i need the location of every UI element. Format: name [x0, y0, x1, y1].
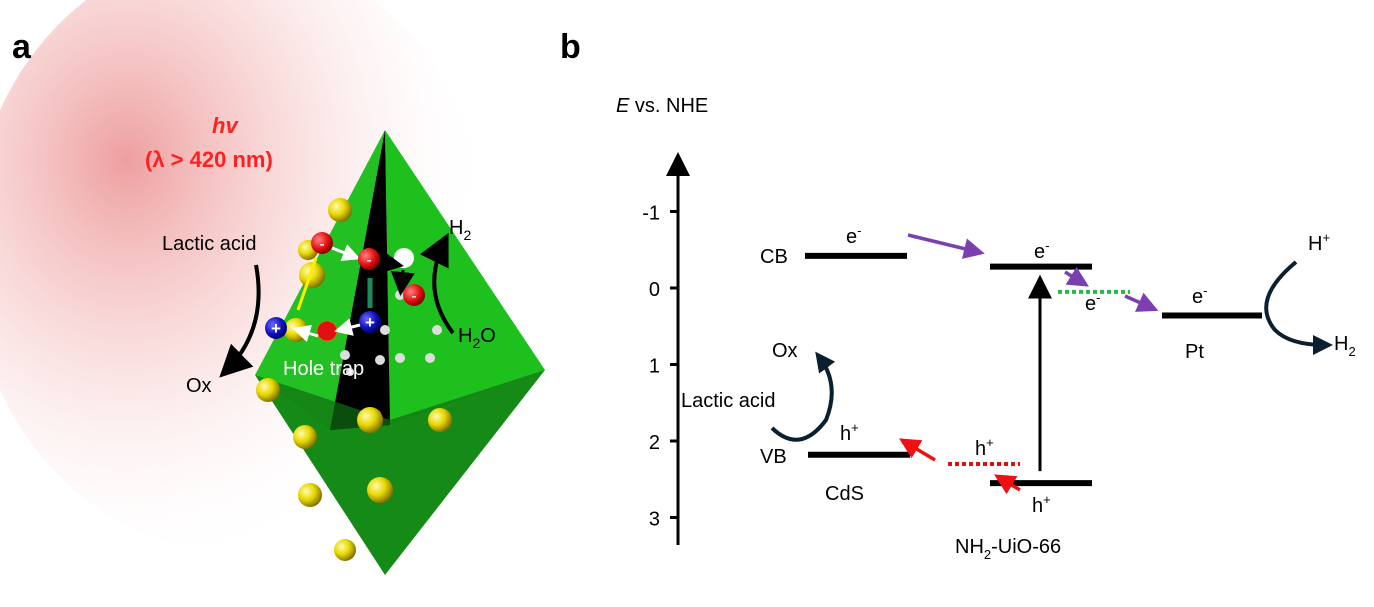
panel-b-label: b [560, 28, 581, 66]
svg-text:-: - [366, 252, 371, 269]
tick-label: -1 [642, 203, 660, 225]
hole-label: h+ [1032, 492, 1051, 517]
electron: - [403, 284, 425, 306]
hole: + [359, 311, 381, 333]
electron-arrow [331, 244, 361, 262]
pt-label: Pt [1185, 341, 1204, 363]
reduction-arrow [1264, 260, 1333, 355]
axis-label: E vs. NHE [616, 95, 708, 117]
yellow-link [296, 257, 318, 311]
svg-text:+: + [271, 319, 281, 338]
hole-arrow [334, 318, 361, 336]
oxidation-arrow [770, 351, 836, 442]
cb-label: CB [760, 246, 788, 268]
ox-label: Ox [772, 340, 798, 362]
h2o-label: H2O [458, 325, 496, 351]
tick-label: 0 [649, 279, 660, 301]
hole-label: h+ [975, 435, 994, 460]
electron-label: e- [1085, 290, 1100, 315]
h2-label: H2 [1334, 333, 1356, 359]
electron-transfer-arrow [907, 233, 985, 259]
tick-label: 2 [649, 432, 660, 454]
electron-transfer-arrow [1124, 292, 1159, 312]
hole-trap-site [316, 320, 338, 342]
svg-text:-: - [319, 236, 324, 253]
h2-label: H2 [449, 217, 471, 243]
svg-text:+: + [365, 313, 375, 332]
cds-label: CdS [825, 483, 864, 505]
electron: - [358, 248, 380, 270]
electron-arrow [378, 250, 404, 274]
electron-label: e- [1192, 283, 1207, 308]
ox-label: Ox [186, 375, 212, 397]
hole-transfer-arrow [898, 438, 936, 462]
tick-label: 3 [649, 509, 660, 531]
axis-ticks: -1 0 1 2 3 [642, 203, 678, 531]
electron-label: e- [846, 223, 861, 248]
light-label: hv [212, 113, 239, 138]
energy-levels [770, 233, 1333, 495]
mof-label: NH2-UiO-66 [955, 536, 1061, 562]
hole: + [265, 317, 287, 339]
lactic-acid-label: Lactic acid [162, 233, 257, 255]
hole-label: h+ [840, 420, 859, 445]
oxidation-arrow [219, 264, 261, 378]
vb-label: VB [760, 446, 787, 468]
h2-evolution-arrow [419, 232, 455, 335]
electron-label: e- [1034, 238, 1049, 263]
tick-label: 1 [649, 356, 660, 378]
electron-arrow [390, 269, 415, 296]
hole-arrow [292, 324, 319, 343]
h-plus-label: H+ [1308, 230, 1330, 255]
lactic-acid-label: Lactic acid [681, 390, 776, 412]
wavelength-label: (λ > 420 nm) [145, 147, 273, 172]
hole-trap-label: Hole trap [283, 358, 364, 380]
electron: - [311, 232, 333, 254]
hole-transfer-arrow [993, 474, 1021, 495]
svg-text:-: - [411, 288, 416, 305]
electron-transfer-arrow [1064, 266, 1089, 287]
panel-a-label: a [12, 28, 32, 66]
